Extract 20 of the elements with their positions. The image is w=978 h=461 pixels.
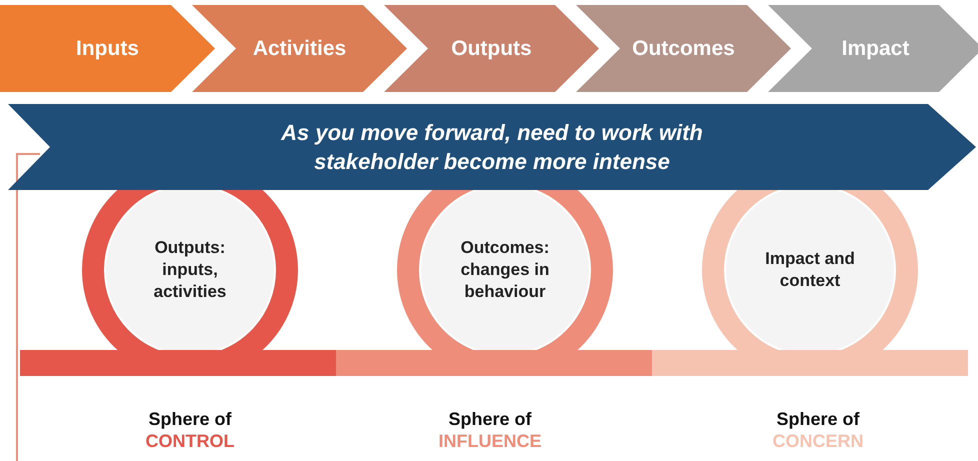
node-text: As you move forward, need to work with stakeholder become more intense [280, 119, 704, 176]
chevron-step [768, 5, 978, 92]
node-text: Inputs [76, 36, 139, 60]
chevron-step [0, 5, 215, 92]
node-text: Outputs: inputs, activities [152, 237, 228, 303]
ring-drawing [336, 190, 652, 376]
chevron-step [192, 5, 407, 92]
ring-drawing [20, 190, 336, 376]
node-text: Outcomes [632, 36, 735, 60]
node-text: Outputs [451, 36, 532, 60]
node-text: Impact and context [764, 248, 856, 292]
banner-arrow [8, 104, 976, 190]
node-text: Activities [252, 36, 346, 60]
node-text: Impact [842, 36, 910, 60]
chevron-step [384, 5, 599, 92]
sphere-label: Sphere of INFLUENCE [438, 408, 542, 452]
sphere-label: Sphere of CONTROL [144, 408, 236, 452]
node-text: Outcomes: changes in behaviour [460, 237, 550, 303]
sphere-label: Sphere of CONCERN [771, 408, 864, 452]
chevron-step [576, 5, 791, 92]
